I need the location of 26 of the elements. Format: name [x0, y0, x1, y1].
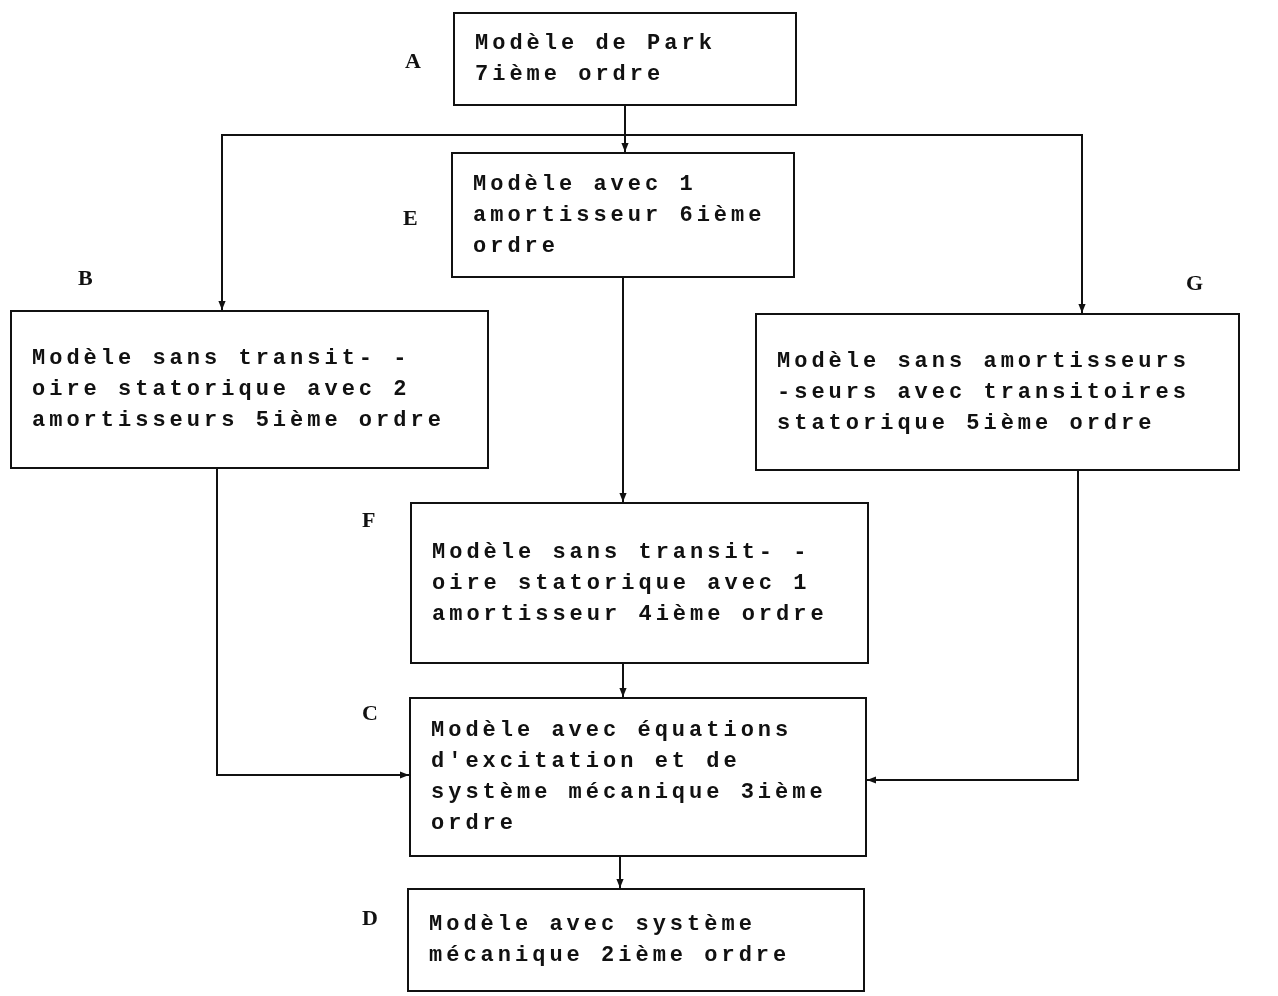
box-text: Modèle sans transit- -oire statorique avec 2 amortisseurs 5ième ordre	[32, 345, 446, 435]
process-box	[410, 502, 869, 664]
box-text: Modèle avec équations d'excitation et de système mécanique 3ième ordre	[431, 717, 828, 838]
arrow	[216, 468, 410, 779]
box-text: Modèle avec 1 amortisseur 6ième ordre	[473, 170, 767, 261]
arrow	[866, 470, 1079, 784]
box-letter: C	[362, 700, 378, 726]
process-box	[755, 313, 1240, 471]
box-letter: B	[78, 265, 93, 291]
box-text: Modèle de Park 7ième ordre	[475, 30, 717, 89]
box-text: Modèle avec système mécanique 2ième ordre	[429, 911, 792, 970]
box-letter: G	[1186, 270, 1204, 296]
process-box	[407, 888, 865, 992]
box-letter: D	[362, 905, 378, 931]
process-box	[409, 697, 867, 857]
arrow	[619, 663, 627, 698]
process-box	[451, 152, 795, 278]
box-text: Modèle sans amortisseurs -seurs avec transitoires statorique 5ième ordre	[777, 347, 1191, 438]
box-letter: E	[403, 205, 418, 231]
box-text: Modèle sans transit- -oire statorique avec 1 amortisseur 4ième ordre	[432, 538, 829, 629]
box-letter: F	[362, 507, 376, 533]
arrow	[616, 856, 624, 889]
box-letter: A	[405, 48, 421, 74]
arrow	[619, 277, 627, 503]
process-box	[453, 12, 797, 106]
process-box	[10, 310, 489, 469]
